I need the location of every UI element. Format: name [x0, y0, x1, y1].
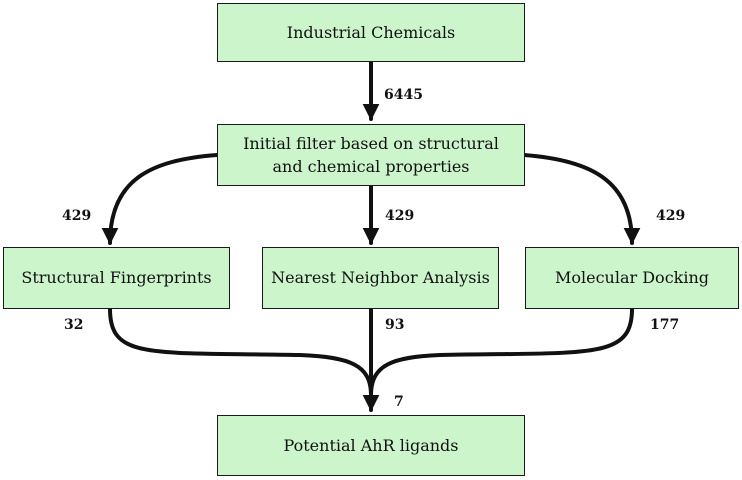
count-merged-to-result: 7 [394, 394, 404, 410]
node-molecular-docking-label: Molecular Docking [554, 268, 710, 288]
arrow-filter-to-fingerprints [101, 153, 219, 245]
node-molecular-docking: Molecular Docking [525, 247, 739, 309]
node-industrial-chemicals: Industrial Chemicals [217, 3, 525, 62]
node-structural-fingerprints-label: Structural Fingerprints [21, 268, 212, 288]
connector-docking-to-merge [369, 307, 634, 397]
node-initial-filter-line1: Initial filter based on structural [243, 133, 499, 153]
count-fingerprints-out: 32 [64, 317, 84, 333]
count-filter-to-docking: 429 [656, 208, 686, 224]
node-nearest-neighbor-label: Nearest Neighbor Analysis [271, 268, 490, 288]
node-structural-fingerprints: Structural Fingerprints [3, 247, 230, 309]
count-neighbor-out: 93 [385, 317, 405, 333]
node-initial-filter-line2: and chemical properties [272, 157, 470, 176]
node-potential-ahr-ligands-label: Potential AhR ligands [283, 435, 459, 455]
node-initial-filter: Initial filter based on structural and c… [217, 124, 525, 186]
node-potential-ahr-ligands: Potential AhR ligands [217, 415, 525, 476]
count-filter-to-neighbor: 429 [385, 208, 415, 224]
connector-fingerprints-to-merge [108, 307, 373, 397]
count-docking-out: 177 [650, 317, 680, 333]
arrow-filter-to-docking [522, 153, 641, 245]
node-nearest-neighbor: Nearest Neighbor Analysis [262, 247, 499, 309]
count-filter-to-fingerprints: 429 [62, 208, 92, 224]
count-source-to-filter: 6445 [384, 87, 423, 103]
node-industrial-chemicals-label: Industrial Chemicals [286, 22, 456, 42]
